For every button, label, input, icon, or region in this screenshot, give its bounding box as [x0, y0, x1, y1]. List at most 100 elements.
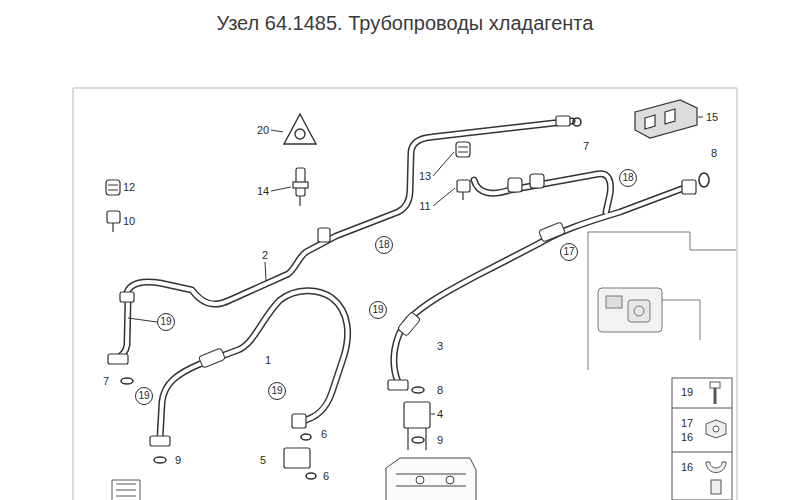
drawing-part [474, 174, 611, 212]
pipe-outline [118, 121, 684, 438]
fittings [108, 116, 696, 446]
callout-number: 11 [418, 200, 431, 212]
callout-number: 17 [680, 417, 694, 429]
drawing-part [116, 484, 136, 496]
drawing-part [150, 436, 170, 446]
pressure-sensor [293, 168, 308, 206]
callout-number: 6 [320, 428, 328, 440]
drawing-part [635, 100, 697, 138]
drawing-part [634, 306, 644, 316]
drawing-part [433, 188, 455, 206]
bracket-part [635, 100, 697, 138]
drawing-part [713, 426, 719, 432]
drawing-part [711, 480, 721, 494]
drawing-part [412, 387, 424, 393]
callout-number: 2 [261, 249, 269, 261]
drawing-part [539, 222, 566, 242]
background-unit [588, 232, 736, 370]
drawing-part [121, 378, 133, 384]
callout-number: 16 [680, 461, 694, 473]
drawing-part [396, 474, 466, 486]
drawing-part [271, 130, 283, 132]
callout-number: 8 [710, 147, 718, 159]
callout-number: 19 [135, 387, 153, 405]
drawing-part [598, 288, 662, 332]
drawing-part [710, 382, 720, 388]
drawing-part [128, 318, 157, 322]
drawing-part [112, 480, 140, 500]
callout-number: 18 [619, 169, 637, 187]
drawing-part [306, 473, 316, 479]
drawing-part [699, 173, 709, 187]
drawing-part [404, 402, 430, 428]
drawing-part [112, 223, 113, 232]
callout-number: 14 [256, 185, 270, 197]
callout-number: 18 [375, 236, 393, 254]
drawing-part [154, 457, 166, 463]
callout-number: 9 [436, 434, 444, 446]
drawing-part [645, 109, 675, 129]
hose-sleeves [199, 222, 566, 368]
drawing-part [199, 348, 226, 368]
callout-number: 3 [436, 340, 444, 352]
drawing-part [714, 388, 717, 404]
drawing-part [556, 116, 570, 126]
drawing-part [292, 414, 306, 428]
drawing-part [573, 118, 581, 126]
callout-number: 17 [560, 243, 578, 261]
drawing-part [265, 262, 266, 281]
drawing-part [606, 296, 622, 308]
drawing-part [706, 462, 726, 473]
drawing-part [458, 147, 468, 152]
drawing-part [672, 378, 732, 500]
pipe-core [118, 121, 684, 438]
drawing-part [530, 174, 544, 188]
callout-number: 4 [436, 408, 444, 420]
page-title: Узел 64.1485. Трубопроводы хладагента [0, 12, 810, 35]
drawing-part [628, 300, 650, 322]
drawing-part [672, 408, 732, 452]
drawing-part [120, 292, 134, 302]
callout-number: 6 [322, 470, 330, 482]
drawing-part [457, 180, 470, 192]
drawing-part [284, 114, 316, 144]
drawing-part [293, 182, 308, 188]
callout-number: 12 [122, 181, 136, 193]
drawing-part [474, 174, 611, 212]
drawing-part [446, 476, 454, 484]
drawing-part [386, 458, 476, 500]
drawing-part [394, 188, 684, 382]
callout-number: 19 [157, 313, 175, 331]
callout-number: 1 [264, 354, 272, 366]
drawing-part [284, 448, 310, 468]
drawing-part [301, 434, 311, 440]
drawing-part [295, 129, 305, 139]
drawing-part [160, 291, 348, 438]
drawing-part [299, 196, 300, 206]
drawing-part [318, 228, 330, 242]
drawing-part [431, 414, 435, 415]
drawing-part [160, 291, 348, 438]
drawing-part [588, 232, 589, 370]
drawing-part [108, 185, 118, 190]
drawing-part [662, 300, 700, 340]
compressor [386, 458, 476, 500]
drawing-part [462, 192, 463, 200]
callout-number: 13 [418, 170, 432, 182]
warning-sticker [284, 114, 316, 144]
drawing-part [108, 354, 128, 364]
drawing-part [271, 187, 291, 191]
callout-number: 8 [436, 384, 444, 396]
valve-caps [106, 142, 470, 232]
drawing-part [588, 232, 736, 250]
callout-number: 19 [369, 301, 387, 319]
callout-number: 19 [268, 382, 286, 400]
drawing-part [397, 312, 420, 337]
callout-number: 5 [259, 454, 267, 466]
drawing-part [433, 152, 454, 176]
fastener-legend-box [672, 378, 732, 500]
drawing-part [682, 180, 696, 194]
drawing-part [107, 211, 120, 223]
callout-number: 20 [256, 124, 270, 136]
